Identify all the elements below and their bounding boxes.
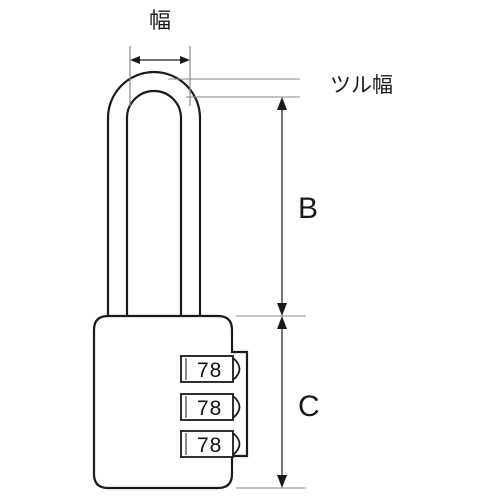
dimension-c xyxy=(277,316,287,488)
shackle-outer xyxy=(106,70,202,318)
width-dimension xyxy=(129,46,191,106)
dial-2-digits: 78 xyxy=(197,397,222,420)
combination-dials: 78 78 78 xyxy=(180,355,241,458)
dial-3-digits: 78 xyxy=(197,434,222,457)
width-arrow-left xyxy=(130,56,140,64)
dimension-c-label: C xyxy=(298,390,320,423)
dial-3: 78 xyxy=(180,430,241,458)
width-label: 幅 xyxy=(149,9,171,34)
dial-2: 78 xyxy=(180,393,241,421)
shackle-width-guides xyxy=(168,78,300,98)
dial-1: 78 xyxy=(180,355,241,383)
dimension-b xyxy=(277,97,287,316)
width-arrow-right xyxy=(180,56,190,64)
dimension-b-label: B xyxy=(298,192,318,225)
shackle-width-label: ツル幅 xyxy=(330,73,393,97)
shackle xyxy=(106,70,202,318)
shackle-inner xyxy=(125,89,183,318)
dial-1-digits: 78 xyxy=(197,359,222,382)
